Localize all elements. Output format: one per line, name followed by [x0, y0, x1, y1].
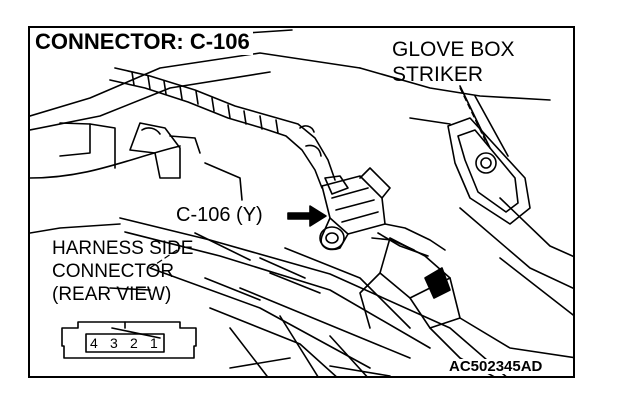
pin-label-4: 4 — [90, 335, 98, 351]
harness-side-line-1: HARNESS SIDE — [52, 238, 194, 259]
mounting-bracket — [59, 122, 243, 201]
glove-box-striker-line-2: STRIKER — [392, 63, 484, 87]
pin-label-1: 1 — [150, 335, 158, 351]
dashboard-illustration — [30, 29, 573, 376]
figure-code: AC502345AD — [447, 358, 545, 375]
dashboard-panel — [30, 29, 507, 376]
callout-arrow — [287, 205, 327, 227]
diagram-frame: CONNECTOR: C-106 GLOVE BOX STRIKER C-106… — [28, 26, 575, 378]
harness-side-line-3: (REAR VIEW) — [52, 283, 172, 305]
harness-side-line-2: CONNECTOR — [52, 260, 175, 282]
pin-label-2: 2 — [130, 335, 138, 351]
connector-callout-label: C-106 (Y) — [176, 204, 263, 226]
glove-box-striker — [359, 67, 573, 290]
leader-lines — [149, 87, 486, 269]
harness-side-label: HARNESS SIDE CONNECTOR (REAR VIEW) — [52, 238, 193, 306]
glove-box-striker-line-1: GLOVE BOX — [392, 38, 515, 61]
glove-box-striker-label: GLOVE BOX STRIKER — [392, 37, 515, 87]
connector-face — [61, 321, 197, 359]
pin-label-3: 3 — [110, 335, 118, 351]
connector-c106 — [319, 167, 446, 257]
lower-bracket — [359, 237, 573, 376]
wiring-harness — [109, 67, 349, 195]
figure-title: CONNECTOR: C-106 — [34, 30, 253, 55]
